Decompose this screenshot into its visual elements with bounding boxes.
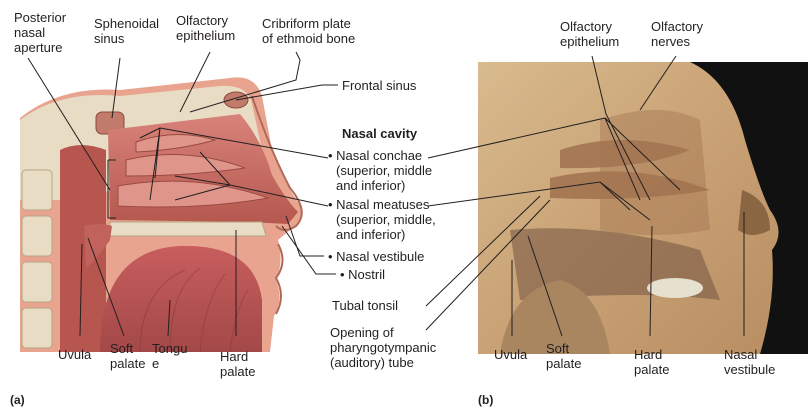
- label-line: • Nasal meatuses: [328, 197, 430, 212]
- label-line: and inferior): [336, 178, 406, 193]
- label-tongue: Tongu e: [152, 341, 187, 371]
- vertebra-2: [21, 215, 53, 257]
- vertebra-1: [21, 169, 53, 211]
- label-olfactory-nerves: Olfactory nerves: [651, 19, 703, 49]
- label-line: Nasal: [724, 347, 758, 362]
- leader-lines: [27, 51, 745, 337]
- label-olfactory-epithelium-b: Olfactory epithelium: [560, 19, 619, 49]
- label-line: (superior, middle,: [336, 212, 436, 227]
- label-hard-palate-b: Hard palate: [634, 347, 669, 377]
- label-line: palate: [634, 362, 670, 377]
- label-line: nasal: [14, 25, 46, 40]
- label-hard-palate-a: Hard palate: [220, 349, 255, 379]
- label-nostril: • Nostril: [340, 267, 385, 282]
- photo-tongue: [500, 280, 610, 354]
- vertebra-4: [21, 307, 53, 349]
- label-sphenoidal-sinus: Sphenoidal sinus: [94, 16, 159, 46]
- inferior-concha: [117, 180, 270, 208]
- vertebra-3: [21, 261, 53, 303]
- tongue-fibers: [139, 267, 249, 353]
- label-line: Olfactory: [176, 13, 229, 28]
- label-line: Opening of: [330, 325, 394, 340]
- label-frontal-sinus: Frontal sinus: [342, 78, 417, 93]
- label-nasal-vestibule-a: • Nasal vestibule: [328, 249, 425, 264]
- pharynx-shape: [60, 145, 106, 352]
- label-line: sinus: [94, 31, 125, 46]
- label-line: epithelium: [560, 34, 620, 49]
- label-line: palate: [220, 364, 256, 379]
- label-nasal-conchae: • Nasal conchae (superior, middle and in…: [328, 148, 432, 193]
- label-line: Soft: [546, 341, 570, 356]
- label-tubal-tonsil: Tubal tonsil: [332, 298, 398, 313]
- photo-nostril: [738, 190, 770, 235]
- label-line: • Nasal conchae: [328, 148, 423, 163]
- panel-b-tag: (b): [478, 393, 494, 407]
- label-line: Hard: [220, 349, 249, 364]
- label-cribriform-plate: Cribriform plate of ethmoid bone: [262, 16, 355, 46]
- photo-nasal-cavity: [600, 110, 710, 235]
- label-nasal-cavity: Nasal cavity: [342, 126, 418, 141]
- label-line: Tongu: [152, 341, 188, 356]
- label-line: Posterior: [14, 10, 67, 25]
- label-line: epithelium: [176, 28, 236, 43]
- soft-palate-shape: [84, 224, 112, 268]
- label-line: Soft: [110, 341, 134, 356]
- label-soft-palate-b: Soft palate: [546, 341, 581, 371]
- lip-outline: [274, 243, 284, 315]
- label-opening-tube: Opening of pharyngotympanic (auditory) t…: [330, 325, 436, 370]
- label-posterior-nasal-aperture: Posterior nasal aperture: [14, 10, 66, 55]
- label-line: of ethmoid bone: [262, 31, 356, 46]
- panel-a-tag: (a): [10, 393, 25, 407]
- nose-outline: [251, 95, 303, 231]
- label-soft-palate-a: Soft palate: [110, 341, 145, 371]
- label-line: e: [152, 356, 160, 371]
- tongue-shape: [100, 245, 262, 352]
- label-line: Cribriform plate: [262, 16, 351, 31]
- label-uvula-a: Uvula: [58, 347, 92, 362]
- label-nasal-meatuses: • Nasal meatuses (superior, middle, and …: [328, 197, 436, 242]
- photo-teeth: [647, 278, 703, 298]
- label-line: Olfactory: [560, 19, 613, 34]
- label-line: Sphenoidal: [94, 16, 160, 31]
- label-line: aperture: [14, 40, 63, 55]
- label-line: (superior, middle: [336, 163, 433, 178]
- label-line: (auditory) tube: [330, 355, 414, 370]
- label-line: palate: [546, 356, 582, 371]
- label-line: nerves: [651, 34, 691, 49]
- label-line: pharyngotympanic: [330, 340, 437, 355]
- label-line: vestibule: [724, 362, 776, 377]
- label-uvula-b: Uvula: [494, 347, 528, 362]
- photo-conchae: [550, 140, 710, 199]
- label-nasal-vestibule-b: Nasal vestibule: [724, 347, 775, 377]
- hard-palate-shape: [109, 221, 267, 237]
- label-line: and inferior): [336, 227, 406, 242]
- label-line: Hard: [634, 347, 663, 362]
- label-line: Olfactory: [651, 19, 704, 34]
- label-olfactory-epithelium-a: Olfactory epithelium: [176, 13, 235, 43]
- label-line: palate: [110, 356, 146, 371]
